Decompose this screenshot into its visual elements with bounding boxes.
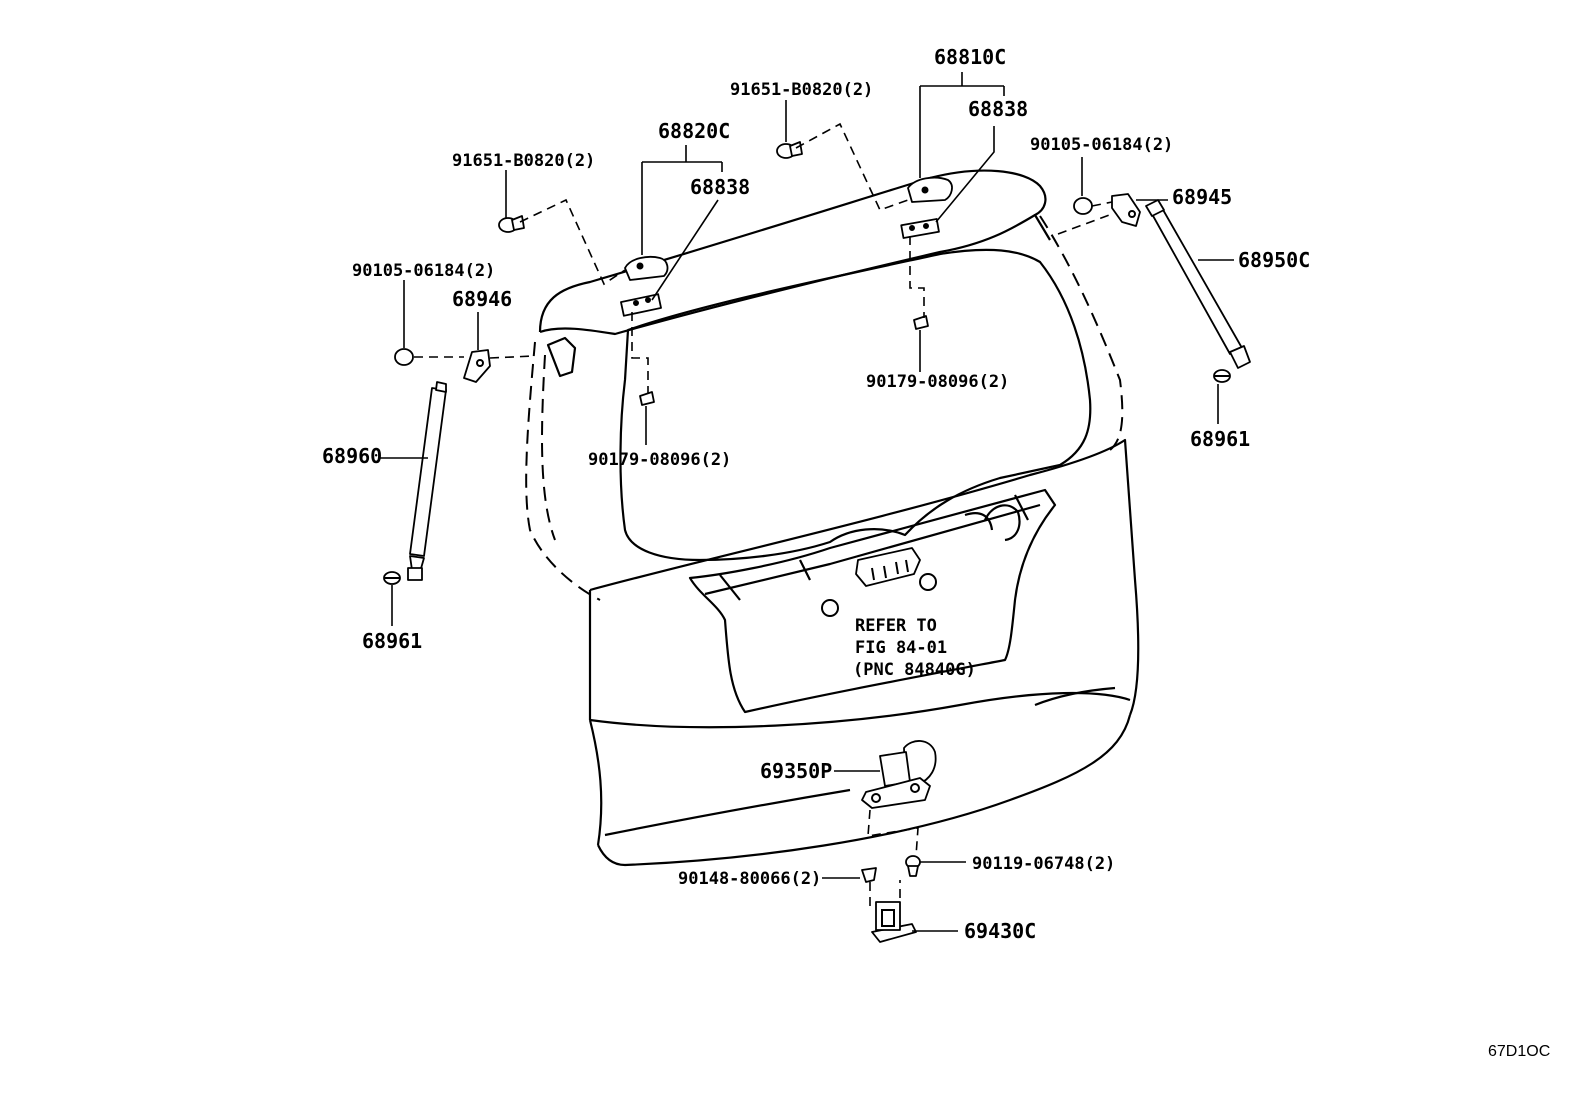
lock-assembly-icon bbox=[861, 740, 937, 809]
label-nut-right: 90105-06184(2) bbox=[1030, 135, 1173, 155]
bolt-lower-right-icon bbox=[905, 855, 921, 877]
label-striker: 69430C bbox=[964, 919, 1036, 943]
clip-left-icon bbox=[639, 391, 655, 406]
assembly-dashes bbox=[414, 122, 1113, 910]
label-hinge-right-sub: 68838 bbox=[968, 97, 1028, 121]
label-clip-center-left: 90179-08096(2) bbox=[588, 450, 731, 470]
stud-right-icon bbox=[1213, 369, 1231, 383]
label-strut-right: 68950C bbox=[1238, 248, 1310, 272]
label-bolt-center-top: 91651-B0820(2) bbox=[730, 80, 873, 100]
strut-right-icon bbox=[1145, 199, 1251, 369]
bolt-left-top-icon bbox=[498, 215, 525, 233]
label-bolt-lower-right: 90119-06748(2) bbox=[972, 854, 1115, 874]
note-line-3: (PNC 84840G) bbox=[853, 660, 976, 680]
note-line-1: REFER TO bbox=[855, 616, 937, 636]
bracket-right-icon bbox=[1111, 193, 1141, 227]
label-hinge-right: 68810C bbox=[934, 45, 1006, 69]
figure-code: 67D1OC bbox=[1488, 1043, 1550, 1060]
label-bolt-left-top: 91651-B0820(2) bbox=[452, 151, 595, 171]
hinge-left bbox=[620, 255, 669, 317]
screw-lower-left-icon bbox=[861, 867, 877, 883]
nut-left-icon bbox=[394, 348, 414, 366]
part-labels: 91651-B0820(2) 68820C 68838 91651-B0820(… bbox=[322, 45, 1550, 1060]
label-lock-assembly: 69350P bbox=[760, 759, 832, 783]
label-clip-center-right: 90179-08096(2) bbox=[866, 372, 1009, 392]
bracket-left-icon bbox=[463, 349, 491, 383]
strut-left-icon bbox=[407, 381, 447, 581]
label-stud-right: 68961 bbox=[1190, 427, 1250, 451]
hinge-right bbox=[900, 176, 953, 239]
label-hinge-left-sub: 68838 bbox=[690, 175, 750, 199]
label-bracket-left: 68946 bbox=[452, 287, 512, 311]
label-stud-left: 68961 bbox=[362, 629, 422, 653]
note-line-2: FIG 84-01 bbox=[855, 638, 947, 658]
label-bracket-right: 68945 bbox=[1172, 185, 1232, 209]
leader-lines bbox=[380, 72, 1234, 932]
label-nut-left: 90105-06184(2) bbox=[352, 261, 495, 281]
stud-left-icon bbox=[383, 571, 401, 585]
rear-handle-icon bbox=[855, 547, 921, 587]
clip-right-icon bbox=[913, 315, 929, 330]
nut-right-icon bbox=[1073, 197, 1093, 215]
striker-icon bbox=[871, 901, 917, 943]
label-screw-lower-left: 90148-80066(2) bbox=[678, 869, 821, 889]
label-hinge-left: 68820C bbox=[658, 119, 730, 143]
bolt-center-top-icon bbox=[776, 141, 803, 159]
back-door-panel bbox=[525, 169, 1140, 867]
label-strut-left: 68960 bbox=[322, 444, 382, 468]
